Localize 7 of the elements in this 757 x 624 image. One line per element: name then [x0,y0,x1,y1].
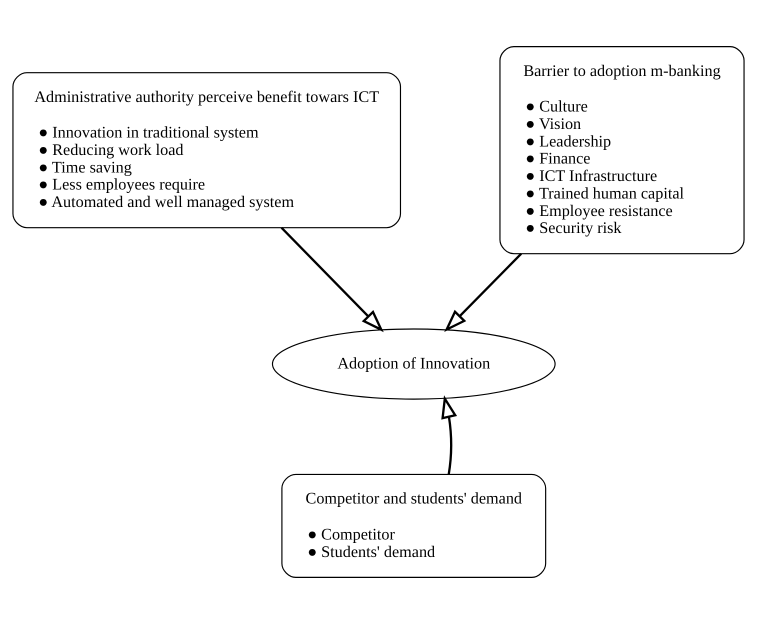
arrow [441,395,458,475]
node-ellipse: Adoption of Innovation [272,328,556,400]
node-box: Competitor and students' demand ● Competitor ● Students' demand [281,474,546,578]
node-box: Administrative authority perceive benefit towars ICT ● Innovation in traditional system ● Reducing work load ● Time saving ● Less employees require ● Automated and well managed system [12,72,402,228]
arrow [444,252,522,332]
node-box: Barrier to adoption m-banking ● Culture ● Vision ● Leadership ● Finance ● ICT Infrastructure ● Trained human capital ● Employee resistance ● Security risk [499,46,745,254]
arrow [280,226,384,332]
